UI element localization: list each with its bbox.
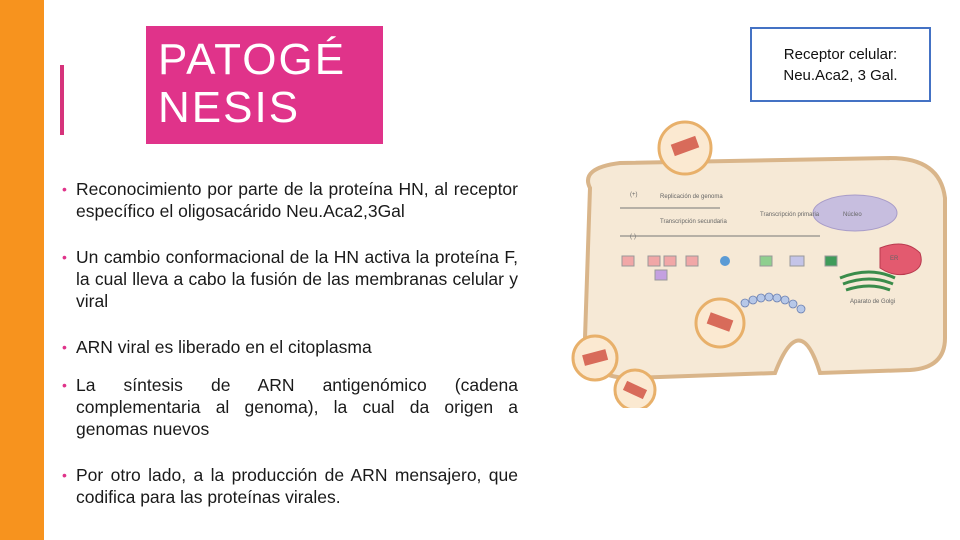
bullet-dot-icon: • (62, 339, 67, 355)
bullet-item: • Reconocimiento por parte de la proteín… (62, 178, 518, 222)
bullet-list: • Reconocimiento por parte de la proteín… (62, 178, 518, 532)
golgi-apparatus (839, 270, 896, 292)
receptor-callout: Receptor celular: Neu.Aca2, 3 Gal. (750, 27, 931, 102)
bullet-item: • Por otro lado, a la producción de ARN … (62, 464, 518, 508)
viral-replication-diagram: Núcleo ER Aparato de Golgi (+) (-) Repli… (571, 120, 947, 408)
replication-label: Replicación de genoma (660, 194, 723, 200)
nucleus-label: Núcleo (843, 212, 862, 218)
minus-label: (-) (630, 234, 636, 240)
virus-particle (613, 368, 657, 408)
bullet-text: Un cambio conformacional de la HN activa… (76, 247, 518, 311)
bullet-dot-icon: • (62, 181, 67, 197)
primary-label: Transcripción primaria (760, 212, 820, 218)
virus-particle (694, 297, 746, 349)
bullet-text: La síntesis de ARN antigenómico (cadena … (76, 375, 518, 439)
golgi-label: Aparato de Golgi (850, 299, 895, 305)
secondary-label: Transcripción secundaria (660, 219, 727, 225)
bullet-text: Reconocimiento por parte de la proteína … (76, 179, 518, 221)
virus-particle (571, 334, 619, 382)
bullet-item: • Un cambio conformacional de la HN acti… (62, 246, 518, 312)
bullet-text: Por otro lado, a la producción de ARN me… (76, 465, 518, 507)
bullet-dot-icon: • (62, 249, 67, 265)
protein-row (621, 255, 838, 281)
title-box: PATOGÉ NESIS (146, 26, 383, 144)
er-label: ER (890, 256, 899, 262)
slide-title: PATOGÉ NESIS (158, 35, 347, 132)
bullet-dot-icon: • (62, 377, 67, 393)
nucleus (812, 194, 898, 232)
endoplasmic-reticulum (879, 243, 922, 276)
bullet-text: ARN viral es liberado en el citoplasma (76, 337, 372, 357)
orange-side-bar (0, 0, 44, 540)
bullet-item: • La síntesis de ARN antigenómico (caden… (62, 374, 518, 440)
receptor-text: Receptor celular: Neu.Aca2, 3 Gal. (783, 45, 898, 84)
plus-label: (+) (630, 192, 638, 198)
budding-nucleocapsid (740, 292, 806, 314)
virus-particle (657, 120, 713, 176)
bullet-dot-icon: • (62, 467, 67, 483)
accent-line (60, 65, 64, 135)
bullet-item: • ARN viral es liberado en el citoplasma (62, 336, 518, 358)
